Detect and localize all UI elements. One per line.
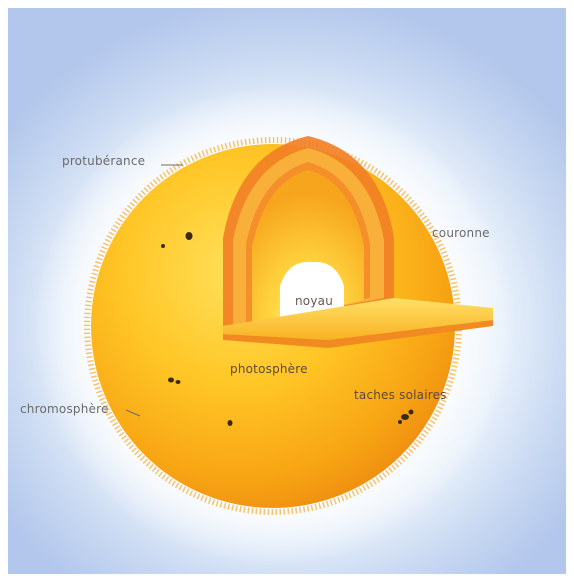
- couronne-label: couronne: [432, 226, 490, 240]
- protuberance-label: protubérance: [62, 154, 145, 168]
- noyau-label: noyau: [295, 294, 333, 308]
- photosphere-label: photosphère: [230, 362, 308, 376]
- sun-drawing: [8, 8, 566, 574]
- chromosphere-label: chromosphère: [20, 402, 109, 416]
- sun-cutaway-illustration: protubérance couronne noyau photosphère …: [8, 8, 566, 574]
- sunspots-label: taches solaires: [354, 388, 447, 402]
